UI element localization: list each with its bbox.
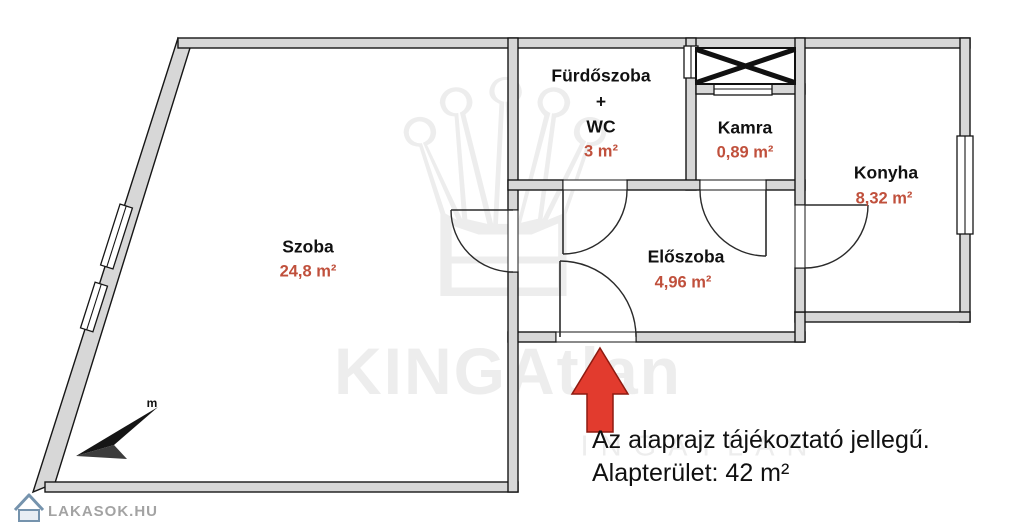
shaft-vent — [694, 46, 797, 86]
room-label-furdoszoba-plus: + — [595, 91, 607, 112]
logo-house-icon — [13, 493, 45, 522]
wall-hall-top-1 — [507, 179, 564, 191]
room-label-kamra: Kamra — [717, 117, 773, 138]
door-pantry — [699, 189, 767, 257]
room-area-furdoszoba: 3 m² — [584, 142, 618, 161]
threshold-room — [507, 209, 519, 273]
wall-hall-top-2 — [626, 179, 701, 191]
window-kitchen-right — [956, 135, 974, 235]
wall-step — [794, 311, 806, 343]
wall-room-right-lower — [507, 271, 519, 493]
doors — [450, 189, 869, 338]
room-label-szoba: Szoba — [282, 236, 334, 257]
room-area-szoba: 24,8 m² — [279, 262, 337, 281]
north-arrow-icon — [76, 407, 158, 459]
door-room — [450, 209, 514, 273]
threshold-pantry — [699, 179, 767, 191]
watermark-brand: KINGAtlan — [334, 333, 682, 409]
logo-text: LAKASOK.HU — [48, 503, 158, 520]
wall-hall-bottom-right — [635, 331, 806, 343]
window-left-upper — [99, 203, 134, 270]
door-bathroom — [562, 189, 628, 255]
entrance-arrow-icon — [570, 346, 630, 433]
watermark-subtitle: INGATLAN — [580, 430, 820, 463]
watermark-crown-icon: ♕ — [370, 24, 640, 360]
disclaimer-line-1: Az alaprajz tájékoztató jellegű. — [592, 426, 930, 454]
wall-top — [177, 37, 971, 49]
wall-room-bottom — [44, 481, 519, 493]
room-label-konyha: Konyha — [853, 162, 919, 183]
room-area-eloszoba: 4,96 m² — [654, 273, 712, 292]
room-area-konyha: 8,32 m² — [855, 189, 913, 208]
threshold-bathroom — [562, 179, 628, 191]
room-label-eloszoba: Előszoba — [647, 246, 725, 267]
room-area-kamra: 0,89 m² — [716, 143, 774, 162]
room-label-wc: WC — [586, 116, 616, 137]
north-arrow-label: m — [146, 396, 158, 410]
room-label-furdoszoba: Fürdőszoba — [551, 65, 651, 86]
threshold-entrance — [555, 331, 637, 343]
windows — [79, 45, 974, 333]
wall-kitchen-bottom — [794, 311, 971, 323]
disclaimer-text: Az alaprajz tájékoztató jellegű. Alapter… — [592, 424, 930, 490]
disclaimer-line-2: Alapterület: 42 m² — [592, 459, 790, 487]
door-entrance — [559, 260, 637, 338]
window-pantry — [713, 82, 773, 96]
wall-kitchen-left-upper — [794, 37, 806, 206]
wall-kitchen-left-lower — [794, 267, 806, 313]
threshold-kitchen — [794, 204, 806, 269]
door-kitchen — [804, 204, 869, 269]
window-left-lower — [79, 281, 109, 333]
shaft-x-icon — [694, 46, 797, 86]
